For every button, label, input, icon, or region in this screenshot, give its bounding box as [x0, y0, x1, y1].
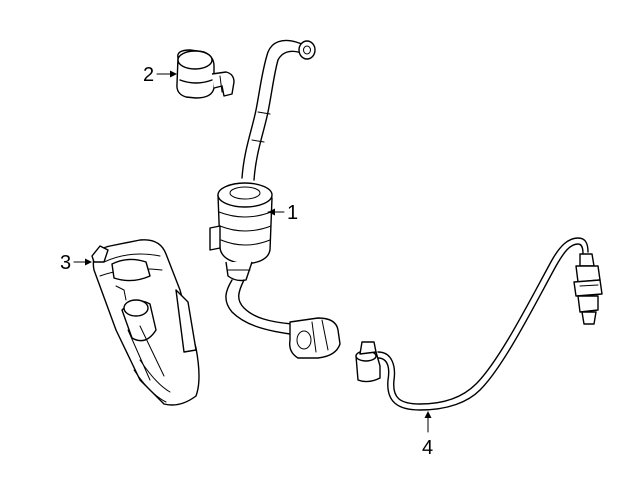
- callout-1: 1: [267, 202, 298, 224]
- callout-2-label: 2: [143, 64, 154, 86]
- callout-4-label: 4: [422, 437, 433, 459]
- callout-2: 2: [143, 64, 177, 86]
- part-4-o2-sensor: [355, 237, 603, 411]
- part-3-housing: [91, 239, 200, 406]
- part-1-hose-upper: [241, 39, 316, 181]
- part-1-sensor-body: [209, 182, 273, 282]
- callout-1-label: 1: [287, 202, 298, 224]
- callout-3-label: 3: [60, 252, 71, 274]
- callout-4: 4: [422, 411, 433, 459]
- part-2-cap: [176, 49, 235, 99]
- part-1-cable-lower: [225, 279, 341, 359]
- callout-3: 3: [60, 252, 92, 274]
